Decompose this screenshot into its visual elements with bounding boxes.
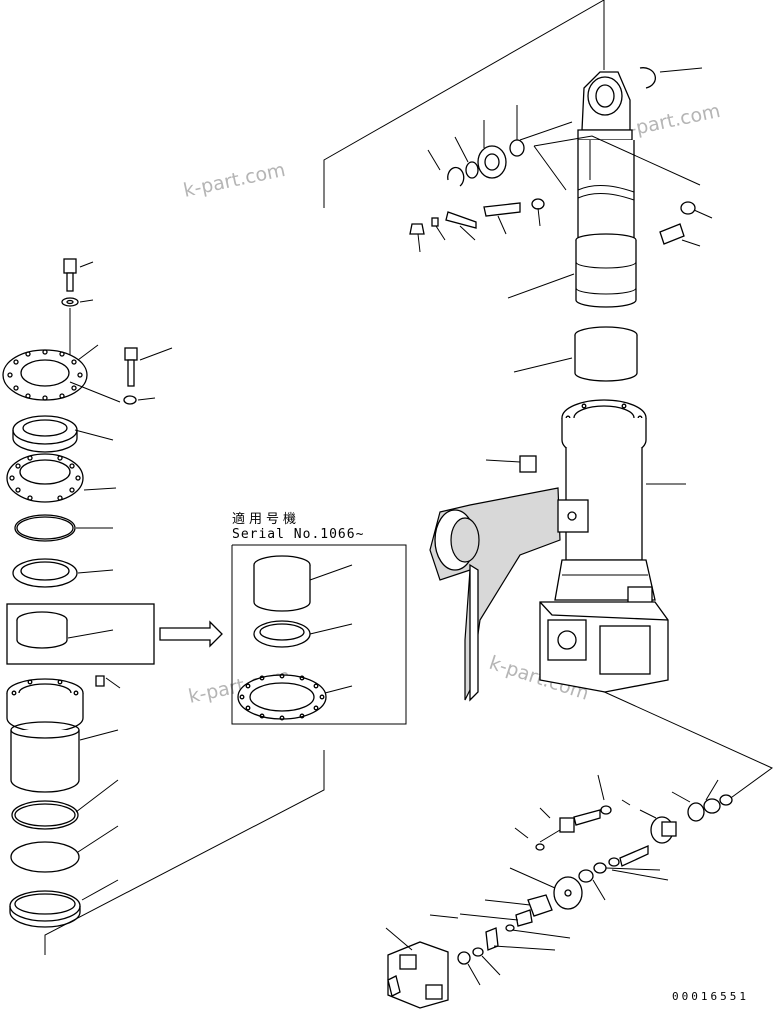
seal-ring <box>12 415 114 453</box>
washer-small <box>61 297 94 360</box>
bottom-small-parts <box>385 774 733 1009</box>
o-ring <box>11 779 119 830</box>
bottom-seal <box>9 879 119 928</box>
old-bushing-box <box>6 603 155 665</box>
new-parts-box <box>231 544 407 725</box>
cylinder-assembly <box>409 67 713 308</box>
ring-thin <box>14 514 113 542</box>
reference-lines <box>44 0 773 955</box>
serial-number-label: Serial No.1066~ <box>232 527 365 542</box>
swing-bracket <box>429 399 686 702</box>
serial-applicability-label: 適用号機 <box>232 512 301 527</box>
left-parts-stack <box>2 258 223 928</box>
drawing-number: 00016551 <box>672 990 749 1003</box>
cylinder-bushing <box>513 326 638 382</box>
flange-plate <box>2 344 121 403</box>
ring-wedge <box>12 558 114 588</box>
bearing-ring <box>6 453 117 503</box>
bearing-housing <box>6 675 121 793</box>
replacement-arrow <box>159 620 223 648</box>
side-bolt <box>123 347 173 405</box>
flange-bolt <box>63 258 94 292</box>
watermark-top-left: k-part.com <box>181 159 287 202</box>
shim <box>10 825 119 873</box>
